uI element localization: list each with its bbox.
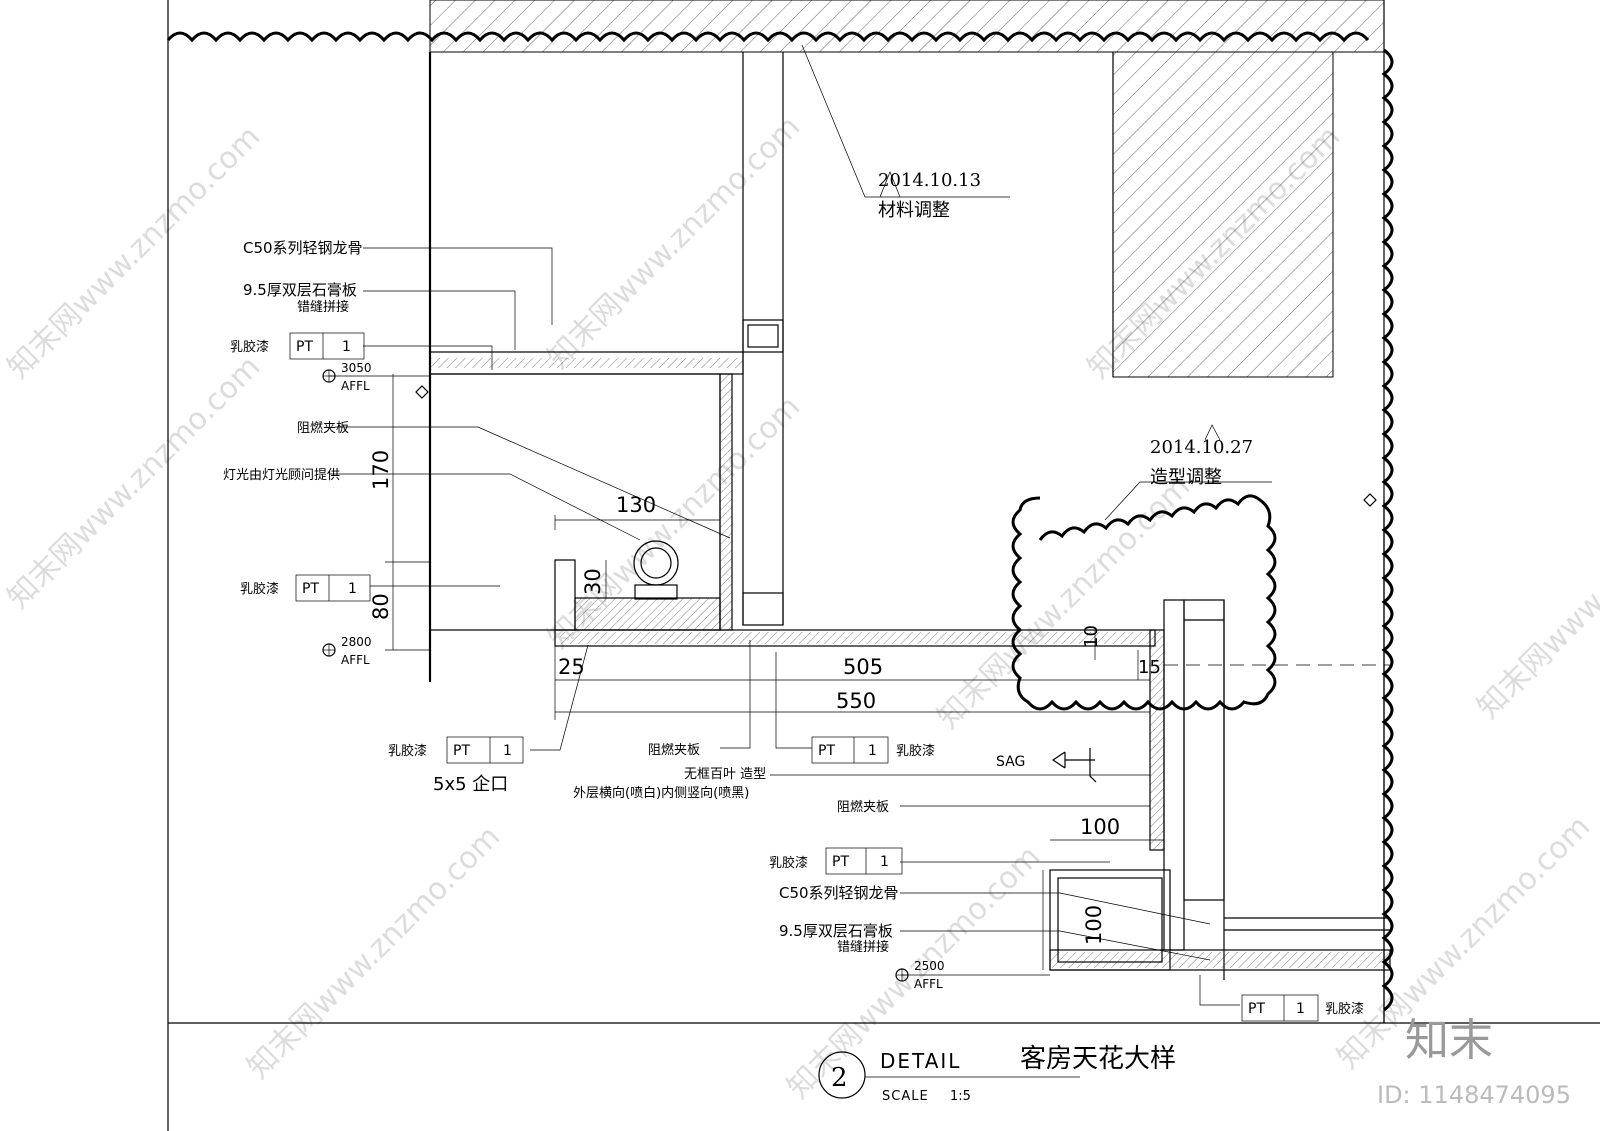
dim-100-vertical: 100 xyxy=(1082,905,1106,945)
revision-note-2: 造型调整 xyxy=(1150,467,1222,488)
label-latex-2: 乳胶漆 xyxy=(240,581,279,597)
paint-tag-3: PT 1 xyxy=(446,736,524,764)
tag-code: PT xyxy=(453,743,470,759)
tag-code: PT xyxy=(302,581,319,597)
dim-10: 10 xyxy=(1081,625,1102,648)
label-latex-4: 乳胶漆 xyxy=(896,743,935,759)
level-unit: AFFL xyxy=(914,977,943,991)
svg-text:知末网www.znzmo.com: 知末网www.znzmo.com xyxy=(1471,459,1600,725)
level-value: 3050 xyxy=(341,361,372,375)
label-board-top-1: 9.5厚双层石膏板 xyxy=(243,281,357,299)
break-symbol-left xyxy=(415,385,429,399)
paint-tag-5: PT 1 xyxy=(825,847,903,875)
label-groove: 5x5 企口 xyxy=(433,774,508,795)
label-louver-1: 无框百叶 造型 xyxy=(684,767,766,782)
dim-25: 25 xyxy=(558,655,585,679)
label-latex-5: 乳胶漆 xyxy=(769,855,808,871)
revision-date-1: 2014.10.13 xyxy=(878,170,981,191)
paint-tag-1: PT 1 xyxy=(289,332,365,360)
level-value: 2800 xyxy=(341,635,372,649)
label-board-top-2: 错缝拼接 xyxy=(297,299,349,315)
label-keel-top: C50系列轻钢龙骨 xyxy=(243,239,363,257)
tag-code: PT xyxy=(296,339,313,355)
paint-tag-2: PT 1 xyxy=(295,574,371,602)
dimension-lines xyxy=(385,374,1164,970)
revision-cloud-top xyxy=(166,31,1370,43)
label-louver-2: 外层横向(喷白)内侧竖向(喷黑) xyxy=(573,785,749,801)
tag-num: 1 xyxy=(342,339,351,355)
brand-id: ID: 1148474095 xyxy=(1377,1081,1571,1109)
svg-text:知末网www.znzmo.com: 知末网www.znzmo.com xyxy=(541,109,807,375)
dim-130: 130 xyxy=(616,493,656,517)
tag-num: 1 xyxy=(348,581,357,597)
dim-170: 170 xyxy=(369,450,393,490)
scale-value: 1:5 xyxy=(950,1089,971,1104)
svg-text:知末网www.znzmo.com: 知末网www.znzmo.com xyxy=(1,119,267,385)
brand-logo: 知末 ID: 1148474095 xyxy=(1377,1015,1571,1109)
paint-tag-4: PT 1 xyxy=(811,736,889,764)
revision-cloud-right xyxy=(1381,48,1394,1012)
tag-num: 1 xyxy=(503,743,512,759)
label-keel-bottom: C50系列轻钢龙骨 xyxy=(779,884,899,902)
dim-550: 550 xyxy=(836,689,876,713)
dim-100-horizontal: 100 xyxy=(1080,815,1120,839)
level-marker-3050: 3050 AFFL xyxy=(322,361,430,393)
ceiling-structure xyxy=(428,52,1391,980)
dim-505: 505 xyxy=(843,655,883,679)
detail-label: DETAIL xyxy=(880,1049,961,1073)
label-latex-6: 乳胶漆 xyxy=(1325,1001,1364,1017)
revision-note-1: 材料调整 xyxy=(878,200,950,221)
label-lighting: 灯光由灯光顾问提供 xyxy=(223,467,340,483)
revision-notes: 2014.10.13 材料调整 2014.10.27 造型调整 xyxy=(878,170,1253,488)
dimension-values: 170 130 30 80 25 505 550 10 15 100 100 xyxy=(369,450,1161,945)
dim-80: 80 xyxy=(369,593,393,620)
level-unit: AFFL xyxy=(341,379,370,393)
tag-num: 1 xyxy=(1296,1001,1305,1017)
level-value: 2500 xyxy=(914,959,945,973)
label-fireproof-1: 阻燃夹板 xyxy=(297,420,349,436)
dim-15: 15 xyxy=(1138,657,1161,678)
label-latex-3: 乳胶漆 xyxy=(388,743,427,759)
level-unit: AFFL xyxy=(341,653,370,667)
level-marker-2800: 2800 AFFL xyxy=(322,635,372,667)
level-marker-2500: 2500 AFFL xyxy=(895,959,1050,991)
revision-date-2: 2014.10.27 xyxy=(1150,437,1253,458)
detail-title: 客房天花大样 xyxy=(1020,1044,1176,1074)
annotation-labels: C50系列轻钢龙骨 9.5厚双层石膏板 错缝拼接 乳胶漆 阻燃夹板 灯光由灯光顾… xyxy=(223,239,1364,1017)
label-fireproof-3: 阻燃夹板 xyxy=(837,799,889,815)
tag-code: PT xyxy=(832,854,849,870)
concrete-slab xyxy=(429,0,1385,378)
sag-marker xyxy=(1051,748,1097,783)
paint-tag-6: PT 1 xyxy=(1241,994,1319,1022)
break-symbol-right xyxy=(1363,493,1377,507)
brand-logo-mark: 知末 xyxy=(1405,1015,1493,1066)
title-block: 2 DETAIL 客房天花大样 SCALE 1:5 xyxy=(818,1044,1176,1104)
tag-num: 1 xyxy=(868,743,877,759)
leader-lines xyxy=(330,44,1272,1006)
detail-number: 2 xyxy=(831,1063,848,1093)
label-fireproof-2: 阻燃夹板 xyxy=(648,742,700,758)
tag-num: 1 xyxy=(880,854,889,870)
scale-label: SCALE xyxy=(882,1089,929,1104)
label-board-bottom-1: 9.5厚双层石膏板 xyxy=(779,922,893,940)
tag-code: PT xyxy=(818,743,835,759)
svg-text:知末网www.znzmo.com: 知末网www.znzmo.com xyxy=(241,819,507,1085)
label-latex-1: 乳胶漆 xyxy=(230,339,269,355)
label-board-bottom-2: 错缝拼接 xyxy=(837,939,889,955)
dim-30: 30 xyxy=(581,568,605,595)
label-sag: SAG xyxy=(996,754,1025,770)
tag-code: PT xyxy=(1248,1001,1265,1017)
